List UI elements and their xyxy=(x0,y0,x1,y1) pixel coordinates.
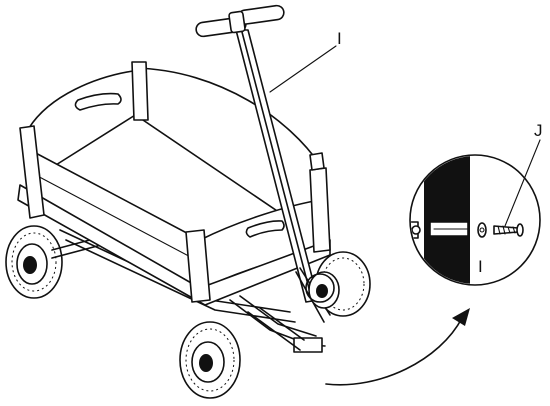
front-left-wheel xyxy=(179,321,241,399)
detail-part-callout-label: I xyxy=(478,257,483,276)
screw-leader-line xyxy=(504,139,541,227)
screw-callout-label: J xyxy=(534,121,543,140)
rear-left-wheel xyxy=(5,225,63,299)
screw-part-j xyxy=(493,223,524,237)
connection-highlight-circle xyxy=(305,273,335,303)
handle-leader-line xyxy=(269,45,337,93)
handle-callout-label: I xyxy=(337,29,342,48)
front-right-wheel xyxy=(308,251,371,317)
detail-arrow xyxy=(325,308,470,386)
detail-view xyxy=(409,154,541,286)
